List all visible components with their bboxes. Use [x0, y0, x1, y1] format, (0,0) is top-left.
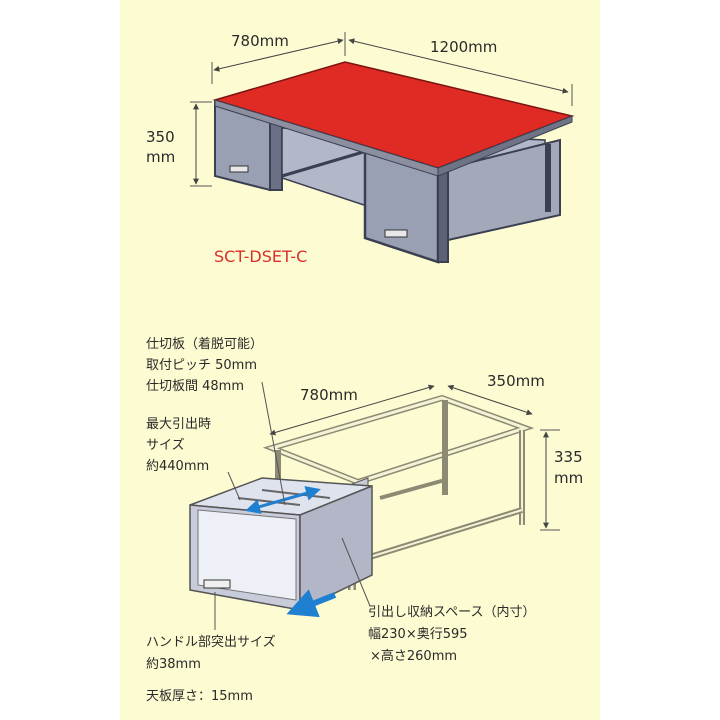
handle-note-line: ハンドル部突出サイズ [146, 634, 276, 650]
top-thickness-note: 天板厚さ：15mm [146, 689, 253, 704]
top-depth-label: 1200mm [430, 38, 497, 56]
bottom-dimension-lines [214, 381, 560, 630]
storage-note-line: 幅230×奥行595 [368, 627, 468, 642]
bottom-width-label: 780mm [300, 386, 358, 404]
top-width-label: 780mm [231, 32, 289, 50]
red-top-board [212, 61, 575, 177]
desk-set-illustration [212, 61, 575, 264]
handle-note: ハンドル部突出サイズ 約38mm [146, 634, 276, 672]
partition-note-line: 仕切板（着脱可能） [146, 336, 263, 352]
partition-note-line: 取付ピッチ 50mm [146, 358, 257, 373]
right-drawer-unit [363, 138, 561, 264]
handle-note-line: 約38mm [146, 657, 201, 672]
storage-note-line: ×高さ260mm [370, 648, 457, 664]
storage-space-note: 引出し収納スペース（内寸） 幅230×奥行595 ×高さ260mm [368, 604, 535, 664]
drawer-frame-illustration [189, 394, 535, 618]
top-height-unit: mm [146, 148, 175, 166]
bottom-depth-label: 350mm [487, 372, 545, 390]
left-drawer-unit [214, 100, 283, 192]
bottom-height-unit: mm [554, 469, 583, 487]
max-pull-note-line: サイズ [146, 437, 185, 453]
top-height-value: 350 [146, 128, 175, 146]
partition-note-line: 仕切板間 48mm [146, 379, 244, 394]
model-name: SCT-DSET-C [214, 247, 307, 266]
max-pull-note-line: 約440mm [146, 459, 209, 474]
max-pull-note: 最大引出時 サイズ 約440mm [146, 417, 211, 474]
bottom-height-value: 335 [554, 448, 583, 466]
storage-note-line: 引出し収納スペース（内寸） [368, 604, 535, 620]
top-dimension-lines [190, 32, 573, 187]
max-pull-note-line: 最大引出時 [146, 417, 211, 432]
partition-note: 仕切板（着脱可能） 取付ピッチ 50mm 仕切板間 48mm [146, 336, 263, 394]
